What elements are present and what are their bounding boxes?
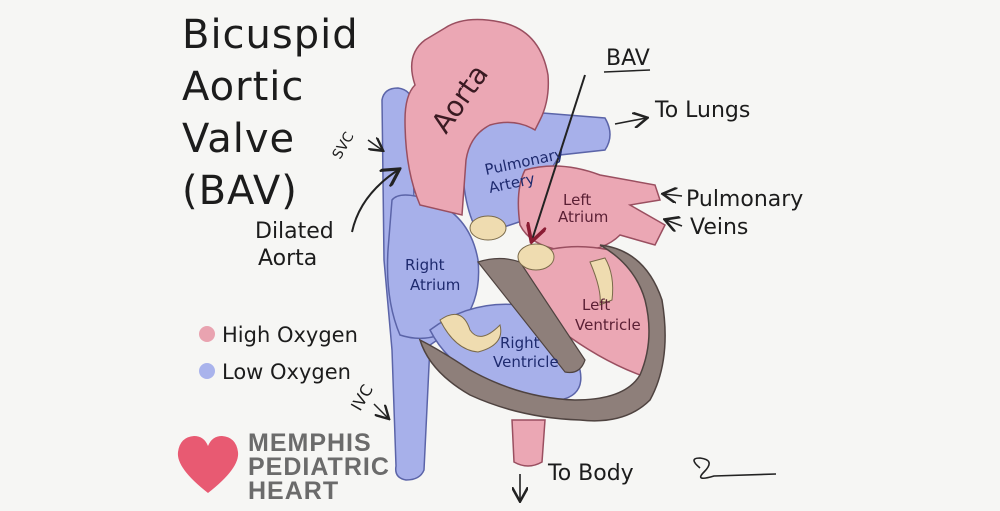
bav-label: BAV <box>606 46 650 71</box>
memphis-pediatric-heart-logo: MEMPHIS PEDIATRIC HEART <box>177 429 390 505</box>
tricuspid-valve <box>439 313 502 353</box>
dilated-aorta-arrow <box>351 170 398 233</box>
heart-logo-icon <box>177 436 239 493</box>
to-lungs-arrow <box>614 118 646 124</box>
septum <box>476 257 586 374</box>
legend-label-low: Low Oxygen <box>222 360 351 384</box>
legend-label-high: High Oxygen <box>222 323 358 347</box>
title-line-3: Valve <box>182 116 295 162</box>
left-ventricle-label-2: Ventricle <box>575 316 641 334</box>
to-body-label: To Body <box>547 461 634 486</box>
legend-swatch-low <box>199 363 215 379</box>
svc-arrow <box>367 140 382 150</box>
legend-swatch-high <box>199 326 215 342</box>
ivc-label: IVC <box>347 381 377 414</box>
pulmonary-veins-label-2: Veins <box>690 215 748 240</box>
right-atrium-label-2: Atrium <box>410 276 460 294</box>
artist-signature <box>693 457 777 480</box>
right-atrium-label-1: Right <box>405 256 445 274</box>
heart-illustration: Aorta Pulmonary Artery Left Atrium Right… <box>381 18 666 481</box>
title-line-2: Aortic <box>182 64 304 110</box>
right-ventricle-label-2: Ventricle <box>493 353 559 371</box>
aorta-shape <box>404 18 550 216</box>
valves <box>439 215 614 353</box>
pulmonary-veins-arrow-2 <box>666 220 683 226</box>
pulmonary-veins-arrow-1 <box>664 194 683 196</box>
pulmonary-valve <box>469 215 507 241</box>
right-ventricle-label-1: Right <box>500 334 540 352</box>
aortic-valve <box>517 243 555 271</box>
pulmonary-veins-label-1: Pulmonary <box>686 187 803 212</box>
to-lungs-label: To Lungs <box>654 98 750 123</box>
descending-aorta <box>511 419 546 467</box>
bav-underline <box>603 69 651 73</box>
ivc-arrow <box>373 403 388 418</box>
mitral-valve <box>589 257 614 306</box>
bav-arrow <box>532 74 586 240</box>
title-line-1: Bicuspid <box>182 12 359 58</box>
diagram-title: Bicuspid Aortic Valve (BAV) <box>182 12 359 214</box>
left-ventricle-label-1: Left <box>582 296 610 314</box>
dilated-aorta-label-2: Aorta <box>258 246 317 271</box>
left-atrium-label-1: Left <box>563 191 591 209</box>
logo-line-1: MEMPHIS <box>248 429 372 457</box>
heart-muscle-wall <box>418 244 666 422</box>
logo-line-3: HEART <box>248 477 339 505</box>
left-atrium-label-2: Atrium <box>558 208 608 226</box>
title-line-4: (BAV) <box>182 168 298 214</box>
logo-line-2: PEDIATRIC <box>248 453 390 481</box>
legend: High Oxygen Low Oxygen <box>199 323 358 384</box>
svc-label: SVC <box>330 129 358 162</box>
dilated-aorta-label-1: Dilated <box>255 219 334 244</box>
